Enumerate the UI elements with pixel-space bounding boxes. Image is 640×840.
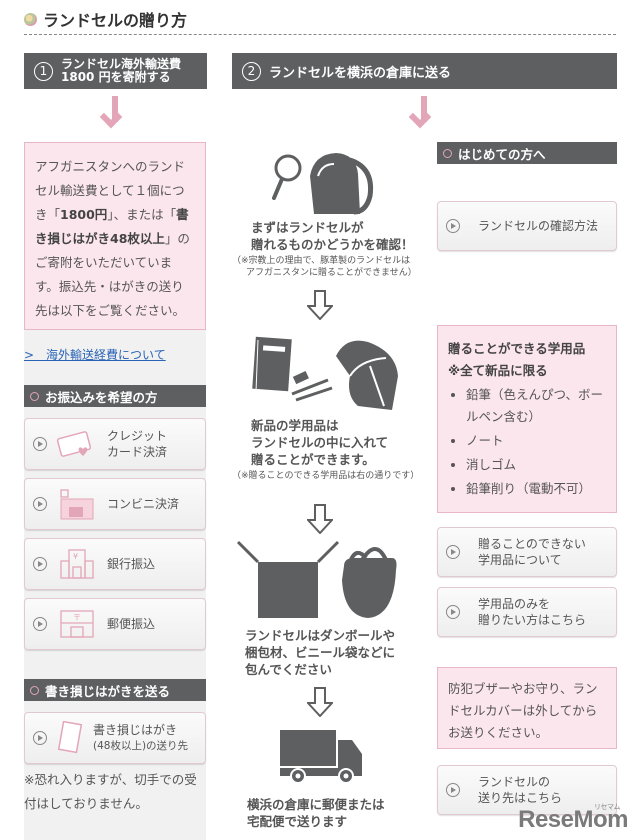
- play-icon: [446, 783, 460, 797]
- credit-card-icon: [55, 427, 99, 461]
- outline-down-arrow-icon: [305, 687, 335, 718]
- step-1-header: 1 ランドセル海外輸送費 1800 円を寄附する: [24, 53, 207, 89]
- box-bag-illustration: [236, 540, 400, 624]
- step-number: 1: [34, 61, 53, 81]
- list-item: 鉛筆（色えんぴつ、ボールペン含む）: [466, 384, 606, 428]
- play-icon: [446, 219, 460, 233]
- page-title: ランドセルの贈り方: [24, 8, 187, 30]
- supplies-backpack-illustration: [250, 336, 405, 420]
- first-time-heading: はじめての方へ: [437, 142, 617, 164]
- supplies-only-button[interactable]: 学用品のみを 贈りたい方はこちら: [437, 587, 617, 637]
- step-supplies-text: 新品の学用品は ランドセルの中に入れて 贈ることができます。: [251, 418, 389, 467]
- step-check-note: （※宗教上の理由で、豚革製のランドセルは アフガニスタンに贈ることができません）: [232, 256, 417, 278]
- convenience-store-icon: [55, 487, 99, 521]
- post-office-icon: 〒: [55, 607, 99, 641]
- play-icon: [446, 545, 460, 559]
- not-allowed-supplies-button[interactable]: 贈ることのできない 学用品について: [437, 527, 617, 577]
- remove-accessories-note: 防犯ブザーやお守り、ランドセルカバーは外してからお送りください。: [437, 667, 617, 749]
- play-icon: [33, 557, 47, 571]
- intro-box: アフガニスタンへのランドセル輸送費として１個につき「1800円」、または「書き損…: [24, 142, 206, 330]
- postcard-address-button[interactable]: 書き損じはがき (48枚以上)の送り先: [24, 712, 206, 764]
- postcard-icon: [55, 720, 85, 755]
- backpack-address-button[interactable]: ランドセルの 送り先はこちら: [437, 765, 617, 815]
- credit-card-button[interactable]: クレジットカード決済: [24, 418, 206, 470]
- step-check-text: まずはランドセルが 贈れるものかどうかを確認！: [251, 220, 414, 252]
- check-method-button[interactable]: ランドセルの確認方法: [437, 201, 617, 251]
- title-divider: [24, 34, 616, 35]
- play-icon: [33, 497, 47, 511]
- bullet-icon: [30, 391, 39, 401]
- play-icon: [33, 437, 47, 451]
- globe-icon: [24, 12, 37, 26]
- transfer-section-heading: お振込みを希望の方: [24, 385, 206, 407]
- bullet-icon: [30, 685, 39, 695]
- shipping-cost-link[interactable]: > 海外輸送経費について: [24, 348, 166, 362]
- postcard-section-heading: 書き損じはがきを送る: [24, 679, 206, 701]
- postal-transfer-button[interactable]: 〒 郵便振込: [24, 598, 206, 650]
- outline-down-arrow-icon: [305, 504, 335, 535]
- step-ship-text: 横浜の倉庫に郵便または 宅配便で送ります: [247, 797, 385, 829]
- down-arrow-icon: [408, 96, 439, 130]
- stamp-note: ※恐れ入りますが、切手での受付はしておりません。: [24, 772, 197, 811]
- svg-text:¥: ¥: [73, 552, 78, 561]
- list-item: 鉛筆削り（電動不可）: [466, 478, 606, 500]
- bank-icon: ¥: [55, 547, 99, 581]
- play-icon: [33, 617, 47, 631]
- step-pack-text: ランドセルはダンボールや 梱包材、ビニール袋などに 包んでください: [245, 628, 396, 677]
- allowed-supplies-box: 贈ることができる学用品 ※全て新品に限る 鉛筆（色えんぴつ、ボールペン含む） ノ…: [437, 325, 617, 513]
- step-2-header: 2 ランドセルを横浜の倉庫に送る: [232, 53, 617, 89]
- svg-text:〒: 〒: [73, 613, 81, 622]
- list-item: 消しゴム: [466, 454, 606, 476]
- supplies-list: 鉛筆（色えんぴつ、ボールペン含む） ノート 消しゴム 鉛筆削り（電動不可）: [448, 384, 606, 500]
- outline-down-arrow-icon: [305, 290, 335, 321]
- play-icon: [33, 731, 47, 745]
- magnifier-backpack-illustration: [268, 150, 378, 222]
- convenience-store-button[interactable]: コンビニ決済: [24, 478, 206, 530]
- step-supplies-note: （※贈ることのできる学用品は右の通りです）: [232, 471, 420, 481]
- bullet-icon: [443, 148, 452, 158]
- delivery-truck-icon: [278, 728, 364, 788]
- list-item: ノート: [466, 430, 606, 452]
- step-number: 2: [242, 61, 261, 81]
- down-arrow-icon: [99, 96, 130, 130]
- bank-transfer-button[interactable]: ¥ 銀行振込: [24, 538, 206, 590]
- play-icon: [446, 605, 460, 619]
